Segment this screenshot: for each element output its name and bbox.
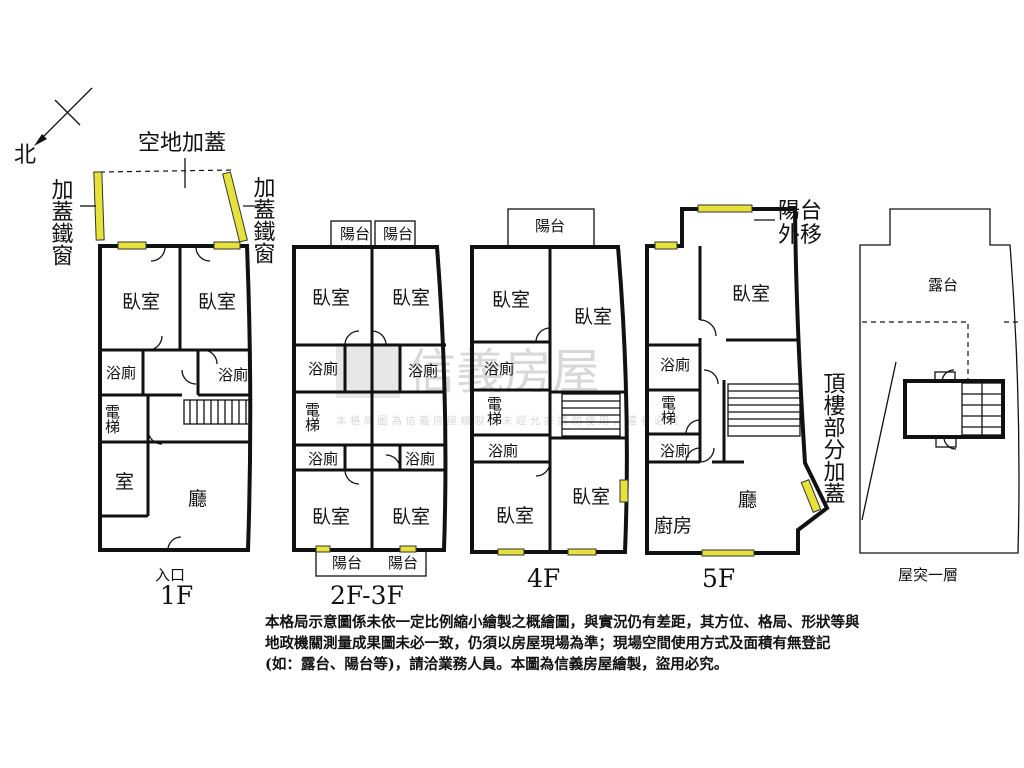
5f-floor-label: 5F [702,564,735,593]
5f-balcony-note-2: 外移 [778,223,822,248]
2f-room-bed-tl: 臥室 [312,287,350,309]
roof-side-note: 頂樓部分加蓋 [820,372,846,504]
roof-plan: 露台 頂樓部分加蓋 屋突一層 [820,208,1020,584]
5f-room-elevator: 電梯 [659,395,677,425]
2f-room-bed-bl: 臥室 [312,506,350,528]
1f-room-living: 廳 [188,488,207,510]
5f-room-kitchen: 廚房 [654,514,692,537]
2f-balcony-tl: 陽台 [340,225,370,243]
floor-1f-plan: 空地加蓋 加蓋鐵窗 加蓋鐵窗 臥室 [48,131,276,610]
floor-5f-plan: 陽台 外移 臥室 浴廁 電梯 浴廁 廳 廚房 5F [645,199,830,593]
watermark-logo-icon [336,343,400,398]
4f-room-elevator: 電梯 [485,396,503,426]
5f-room-bath-2: 浴廁 [660,442,690,460]
1f-room-bed-left: 臥室 [122,291,160,313]
1f-room-small: 室 [115,471,134,493]
floor-4f-plan: 陽台 臥室 臥室 浴廁 電梯 浴廁 臥室 臥室 4F [470,208,629,593]
1f-room-bath-left: 浴廁 [106,364,136,382]
4f-room-bath-1: 浴廁 [484,360,514,378]
north-label: 北 [14,143,36,168]
2f-room-bath-1: 浴廁 [308,360,338,378]
1f-top-label: 空地加蓋 [138,131,226,156]
north-compass: 北 [14,87,93,168]
1f-left-window-label: 加蓋鐵窗 [48,178,74,266]
1f-room-elevator: 電梯 [103,404,121,434]
floor-2f3f-plan: 陽台 陽台 陽台 陽台 臥室 臥室 浴廁 浴廁 電梯 浴廁 浴廁 臥室 臥室 2… [292,220,448,610]
4f-room-bed-tr: 臥室 [574,306,612,328]
north-arrow-icon [34,134,47,146]
1f-right-window-label: 加蓋鐵窗 [250,176,276,264]
1f-room-bath-right: 浴廁 [218,366,248,384]
1f-floor-label: 1F [160,581,193,610]
5f-room-bed: 臥室 [732,283,770,305]
1f-entrance-label: 入口 [155,566,185,584]
4f-room-bed-bl: 臥室 [496,505,534,527]
5f-room-living: 廳 [738,489,757,511]
1f-room-bed-right: 臥室 [198,291,236,313]
2f-room-bath-4: 浴廁 [405,450,435,468]
5f-room-bath-1: 浴廁 [660,356,690,374]
2f-room-bath-2: 浴廁 [408,362,438,380]
4f-balcony-top: 陽台 [535,217,565,235]
4f-room-bath-2: 浴廁 [488,442,518,460]
2f-floor-label: 2F-3F [330,581,404,610]
2f-room-bath-3: 浴廁 [308,450,338,468]
4f-room-bed-tl: 臥室 [492,289,530,311]
2f-room-bed-br: 臥室 [392,506,430,528]
4f-floor-label: 4F [527,564,560,593]
watermark-line: 本 格 局 圖 為 信 義 房 屋 繪 製 ， 未 經 允 許 請 勿 使 用 … [336,414,679,427]
4f-room-bed-br: 臥室 [572,486,610,508]
2f-room-elevator: 電梯 [303,402,321,432]
5f-balcony-note-1: 陽台 [778,199,822,224]
2f-room-bed-tr: 臥室 [392,287,430,309]
2f-balcony-br: 陽台 [388,554,418,572]
2f-balcony-tr: 陽台 [383,225,413,243]
roof-terrace: 露台 [928,276,958,294]
2f-balcony-bl: 陽台 [332,554,362,572]
roof-floor-label: 屋突一層 [898,566,958,584]
disclaimer-text: 本格局示意圖係未依一定比例縮小繪製之概繪圖，與實況仍有差距，其方位、格局、形狀等… [265,614,860,673]
